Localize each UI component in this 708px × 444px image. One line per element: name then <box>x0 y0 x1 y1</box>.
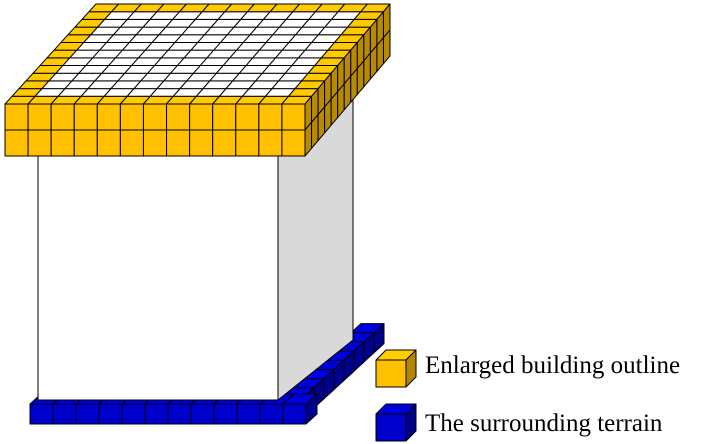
legend-label-surrounding-terrain: The surrounding terrain <box>425 410 663 437</box>
legend-label-building-outline: Enlarged building outline <box>425 352 681 379</box>
roof-front-cell <box>235 103 260 131</box>
roof-front-cell <box>4 129 29 157</box>
roof-front-cell <box>166 129 191 157</box>
roof-front-cell <box>142 103 168 131</box>
legend-swatch-surrounding-terrain-icon <box>375 403 417 442</box>
terrain-cube <box>282 393 318 425</box>
roof-front-cell <box>96 103 121 131</box>
cube-front-face <box>121 403 146 425</box>
roof-front-cell <box>73 129 98 157</box>
roof-side-cell <box>382 29 391 65</box>
building-front-wall <box>37 139 279 401</box>
roof-front-cell <box>142 129 168 157</box>
legend-swatch-building-outline-icon <box>375 349 417 388</box>
cube-front-face <box>236 403 261 425</box>
cube-front-face <box>375 359 407 388</box>
roof-front-cell <box>258 103 283 131</box>
cube-front-face <box>259 403 284 425</box>
roof-front-cell <box>119 129 144 157</box>
roof-front-cell <box>119 103 144 131</box>
cube-front-face <box>213 403 238 425</box>
roof-front-cell <box>50 103 75 131</box>
cube-front-face <box>98 403 123 425</box>
roof-front-cell <box>73 103 98 131</box>
legend <box>375 349 417 442</box>
cube-front-face <box>75 403 100 425</box>
cube-front-face <box>144 403 169 425</box>
roof-front-cell <box>4 103 29 131</box>
cube-front-face <box>29 403 54 425</box>
roof-front-cell <box>189 103 214 131</box>
roof-front-cell <box>235 129 260 157</box>
roof-front-cell <box>189 129 214 157</box>
roof-front-cell <box>166 103 191 131</box>
roof-front-cell <box>258 129 283 157</box>
roof-grid <box>4 3 391 157</box>
roof-front-cell <box>27 129 52 157</box>
cube-front-face <box>52 403 77 425</box>
roof-front-cell <box>281 129 306 157</box>
cube-front-face <box>375 413 407 442</box>
roof-front-cell <box>96 129 121 157</box>
roof-front-cell <box>212 103 237 131</box>
roof-front-cell <box>27 103 52 131</box>
cube-front-face <box>167 403 192 425</box>
cube-front-face <box>282 403 307 425</box>
roof-front-cell <box>281 103 306 131</box>
cube-front-face <box>190 403 215 425</box>
building-walls <box>37 79 354 401</box>
roof-front-cell <box>50 129 75 157</box>
roof-front-cell <box>212 129 237 157</box>
